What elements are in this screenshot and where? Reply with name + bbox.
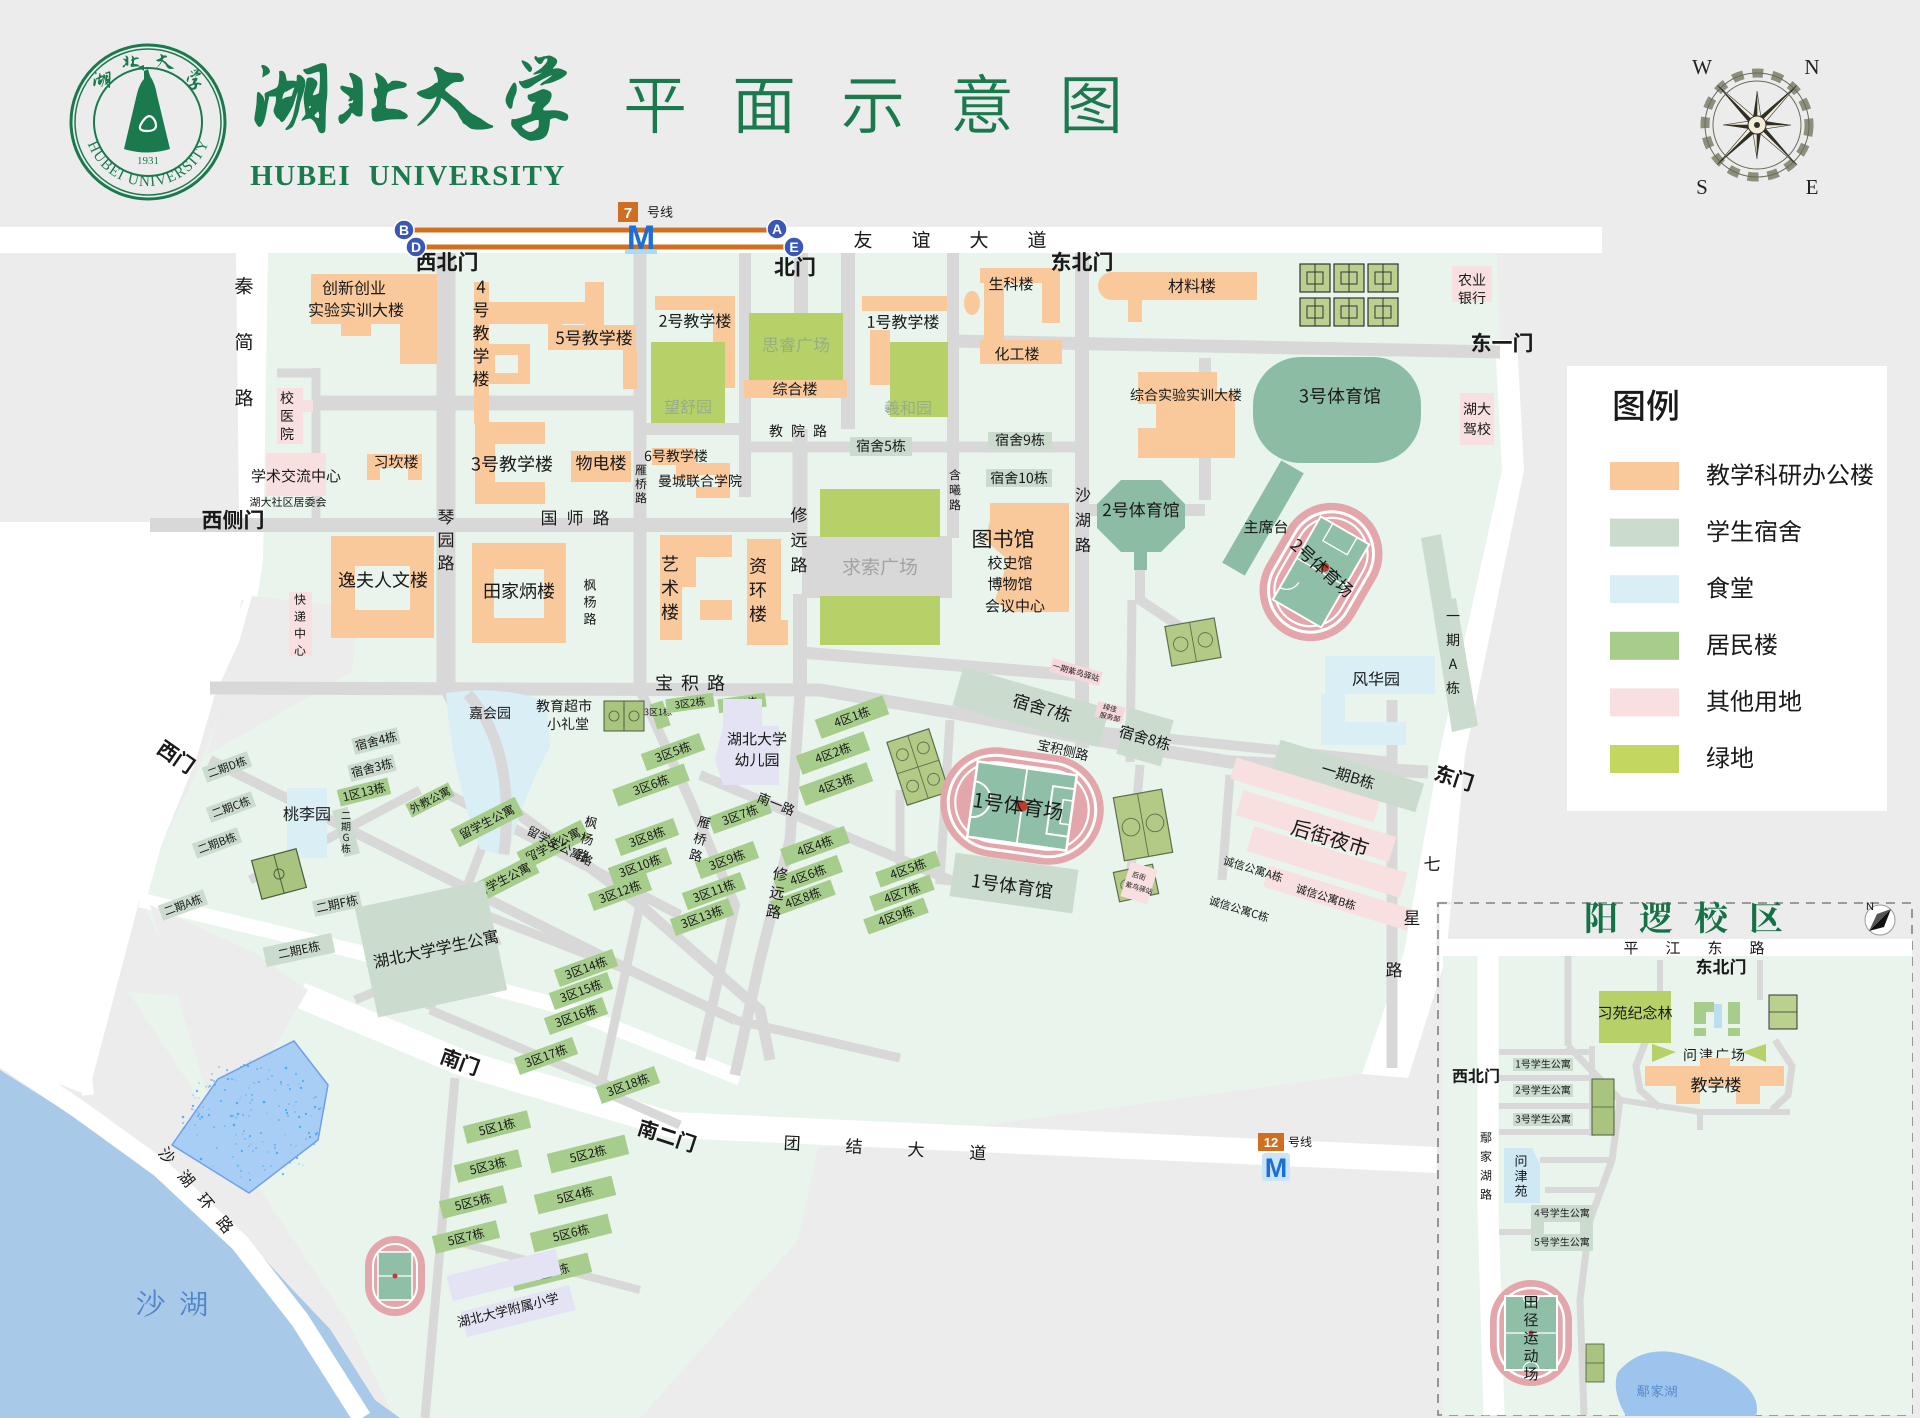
svg-text:W: W bbox=[1692, 55, 1712, 79]
svg-text:12: 12 bbox=[1264, 1135, 1278, 1150]
svg-text:B: B bbox=[399, 222, 409, 238]
svg-text:M: M bbox=[627, 219, 655, 257]
svg-text:HUBEI UNIVERSITY: HUBEI UNIVERSITY bbox=[250, 160, 566, 192]
svg-text:D: D bbox=[411, 239, 421, 255]
svg-text:7: 7 bbox=[624, 205, 632, 222]
svg-text:A: A bbox=[772, 221, 782, 237]
svg-text:E: E bbox=[1806, 175, 1819, 199]
svg-text:N: N bbox=[1866, 901, 1874, 913]
svg-text:1931: 1931 bbox=[137, 155, 159, 167]
svg-text:E: E bbox=[789, 239, 798, 255]
svg-text:S: S bbox=[1696, 175, 1708, 199]
svg-text:N: N bbox=[1804, 55, 1819, 79]
svg-text:M: M bbox=[1265, 1153, 1288, 1183]
